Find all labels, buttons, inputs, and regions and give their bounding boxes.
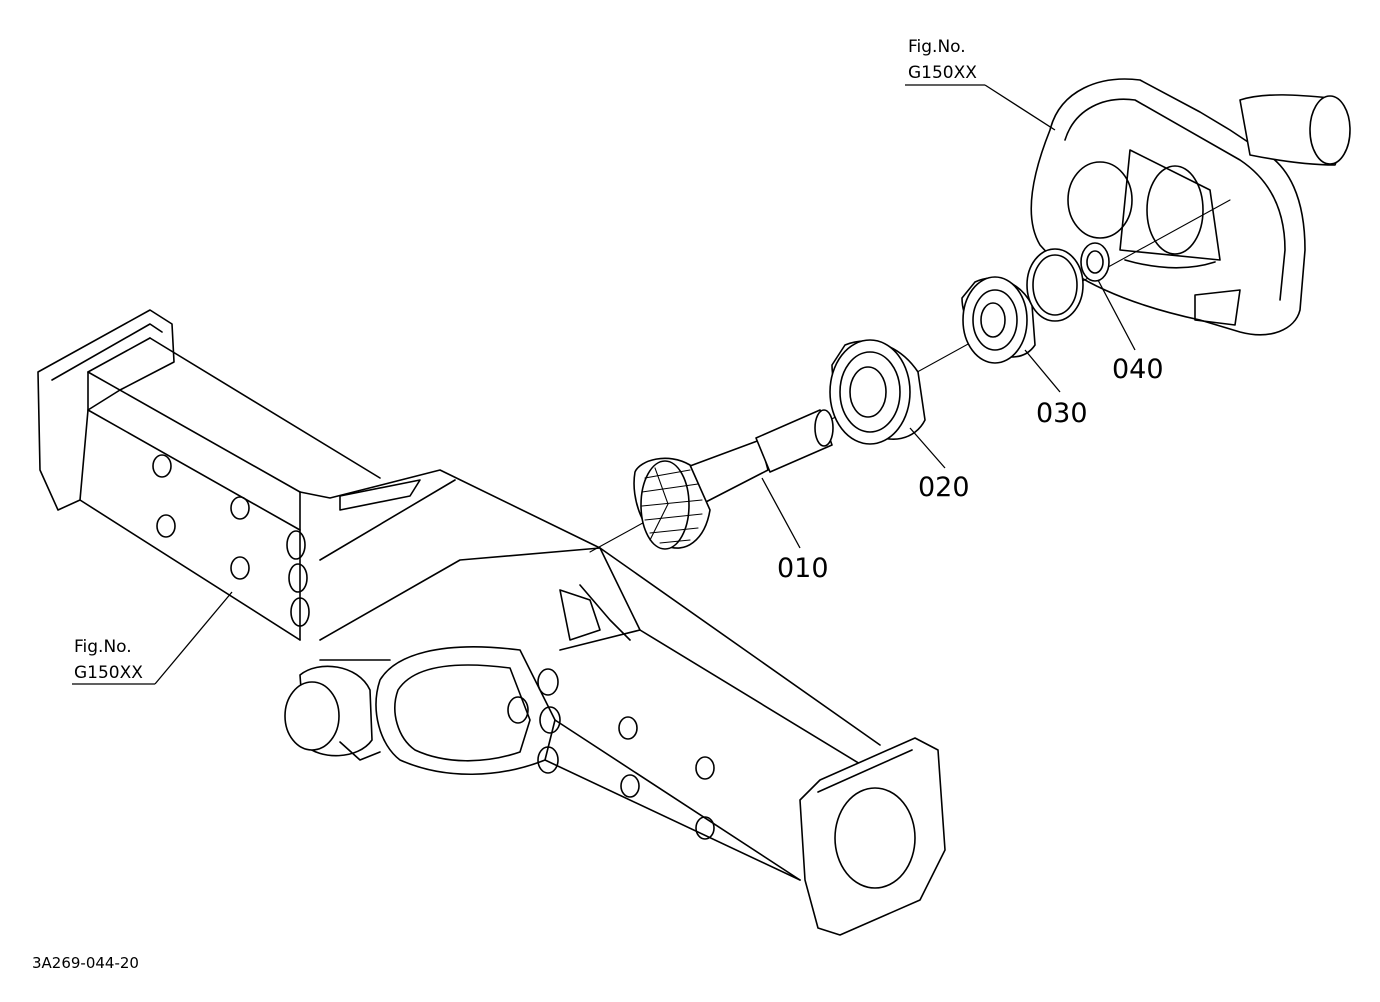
- ball-bearing-large: [829, 339, 926, 445]
- part-number-040: 040: [1112, 354, 1164, 385]
- fig-ref-top-line2: G150XX: [908, 63, 977, 83]
- axle-housing: [37, 309, 946, 936]
- ball-bearing-small: [961, 276, 1036, 364]
- part-number-020: 020: [918, 472, 970, 503]
- fig-ref-top-line1: Fig.No.: [908, 37, 966, 57]
- fig-ref-bottom-line2: G150XX: [74, 663, 143, 683]
- part-number-030: 030: [1036, 398, 1088, 429]
- part-number-010: 010: [777, 553, 829, 584]
- fig-ref-bottom-line1: Fig.No.: [74, 637, 132, 657]
- bevel-pinion-shaft: [633, 409, 834, 550]
- snap-ring: [1026, 242, 1110, 322]
- drawing-number: 3A269-044-20: [32, 954, 139, 972]
- leader-lines: [72, 84, 1136, 685]
